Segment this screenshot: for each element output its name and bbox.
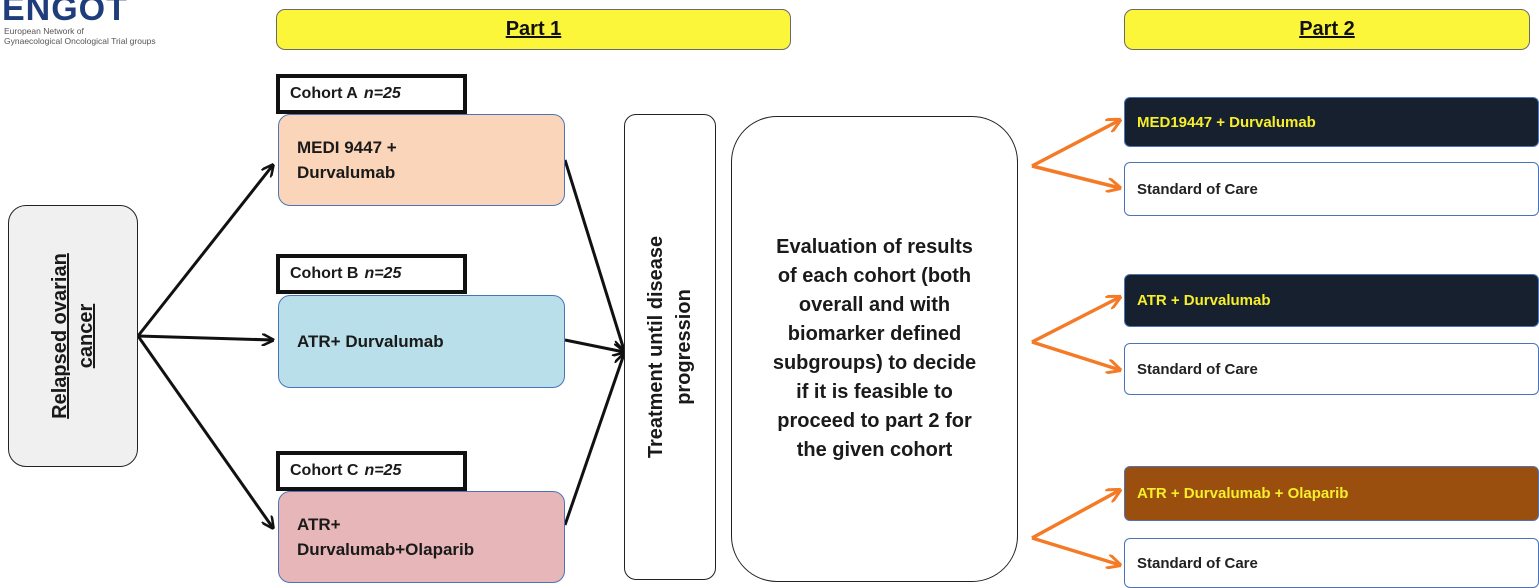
logo-subtitle-line1: European Network of bbox=[4, 26, 84, 36]
part2-arm2-soc: Standard of Care bbox=[1124, 343, 1539, 395]
part2-arm3-soc: Standard of Care bbox=[1124, 538, 1539, 588]
arrow-to-arm2-exp bbox=[1031, 297, 1120, 344]
arrow-to-arm3-exp bbox=[1031, 490, 1120, 540]
engot-logo: ENGOT European Network of Gynaecological… bbox=[0, 0, 240, 52]
arrow-c-to-treatment bbox=[563, 354, 624, 526]
arrow-to-cohort-c bbox=[136, 335, 273, 528]
cohort-b-label: Cohort B n=25 bbox=[276, 254, 467, 294]
cohort-b-arm: ATR+ Durvalumab bbox=[278, 295, 565, 388]
arrow-to-arm2-soc bbox=[1031, 340, 1120, 370]
cohort-a-arm-label: MEDI 9447 +Durvalumab bbox=[297, 138, 397, 182]
cohort-c-label: Cohort C n=25 bbox=[276, 451, 467, 491]
arrow-to-arm1-soc bbox=[1031, 164, 1120, 188]
part2-arm2-experimental: ATR + Durvalumab bbox=[1124, 274, 1539, 327]
cohort-a-n: n=25 bbox=[363, 85, 401, 102]
arrow-to-cohort-a bbox=[136, 165, 273, 337]
part1-banner: Part 1 bbox=[276, 9, 791, 50]
part2-arm1-soc: Standard of Care bbox=[1124, 162, 1539, 216]
cohort-a-name: Cohort A bbox=[290, 85, 358, 102]
cohort-b-n: n=25 bbox=[364, 265, 402, 282]
cohort-c-arm: ATR+Durvalumab+Olaparib bbox=[278, 491, 565, 583]
part2-arm3-experimental: ATR + Durvalumab + Olaparib bbox=[1124, 466, 1539, 521]
arrow-b-to-treatment bbox=[564, 338, 624, 352]
part2-banner: Part 2 bbox=[1124, 9, 1530, 50]
cohort-b-name: Cohort B bbox=[290, 265, 359, 282]
logo-subtitle-line2: Gynaecological Oncological Trial groups bbox=[4, 36, 156, 46]
arrow-to-arm3-soc bbox=[1031, 536, 1120, 565]
arrow-a-to-treatment bbox=[563, 159, 624, 350]
cohort-a-arm: MEDI 9447 +Durvalumab bbox=[278, 114, 565, 206]
cohort-c-arm-label: ATR+Durvalumab+Olaparib bbox=[297, 515, 475, 559]
cohort-c-n: n=25 bbox=[364, 462, 402, 479]
arrow-to-cohort-b bbox=[137, 336, 273, 340]
logo-wordmark: ENGOT bbox=[2, 0, 128, 28]
cohort-a-label: Cohort A n=25 bbox=[276, 74, 467, 114]
logo-subtitle: European Network of Gynaecological Oncol… bbox=[4, 26, 156, 46]
cohort-c-name: Cohort C bbox=[290, 462, 359, 479]
cohort-b-arm-label: ATR+ Durvalumab bbox=[297, 332, 444, 351]
part2-arm1-experimental: MED19447 + Durvalumab bbox=[1124, 97, 1539, 147]
arrow-to-arm1-exp bbox=[1031, 120, 1120, 168]
evaluation-box: Evaluation of results of each cohort (bo… bbox=[731, 116, 1018, 582]
